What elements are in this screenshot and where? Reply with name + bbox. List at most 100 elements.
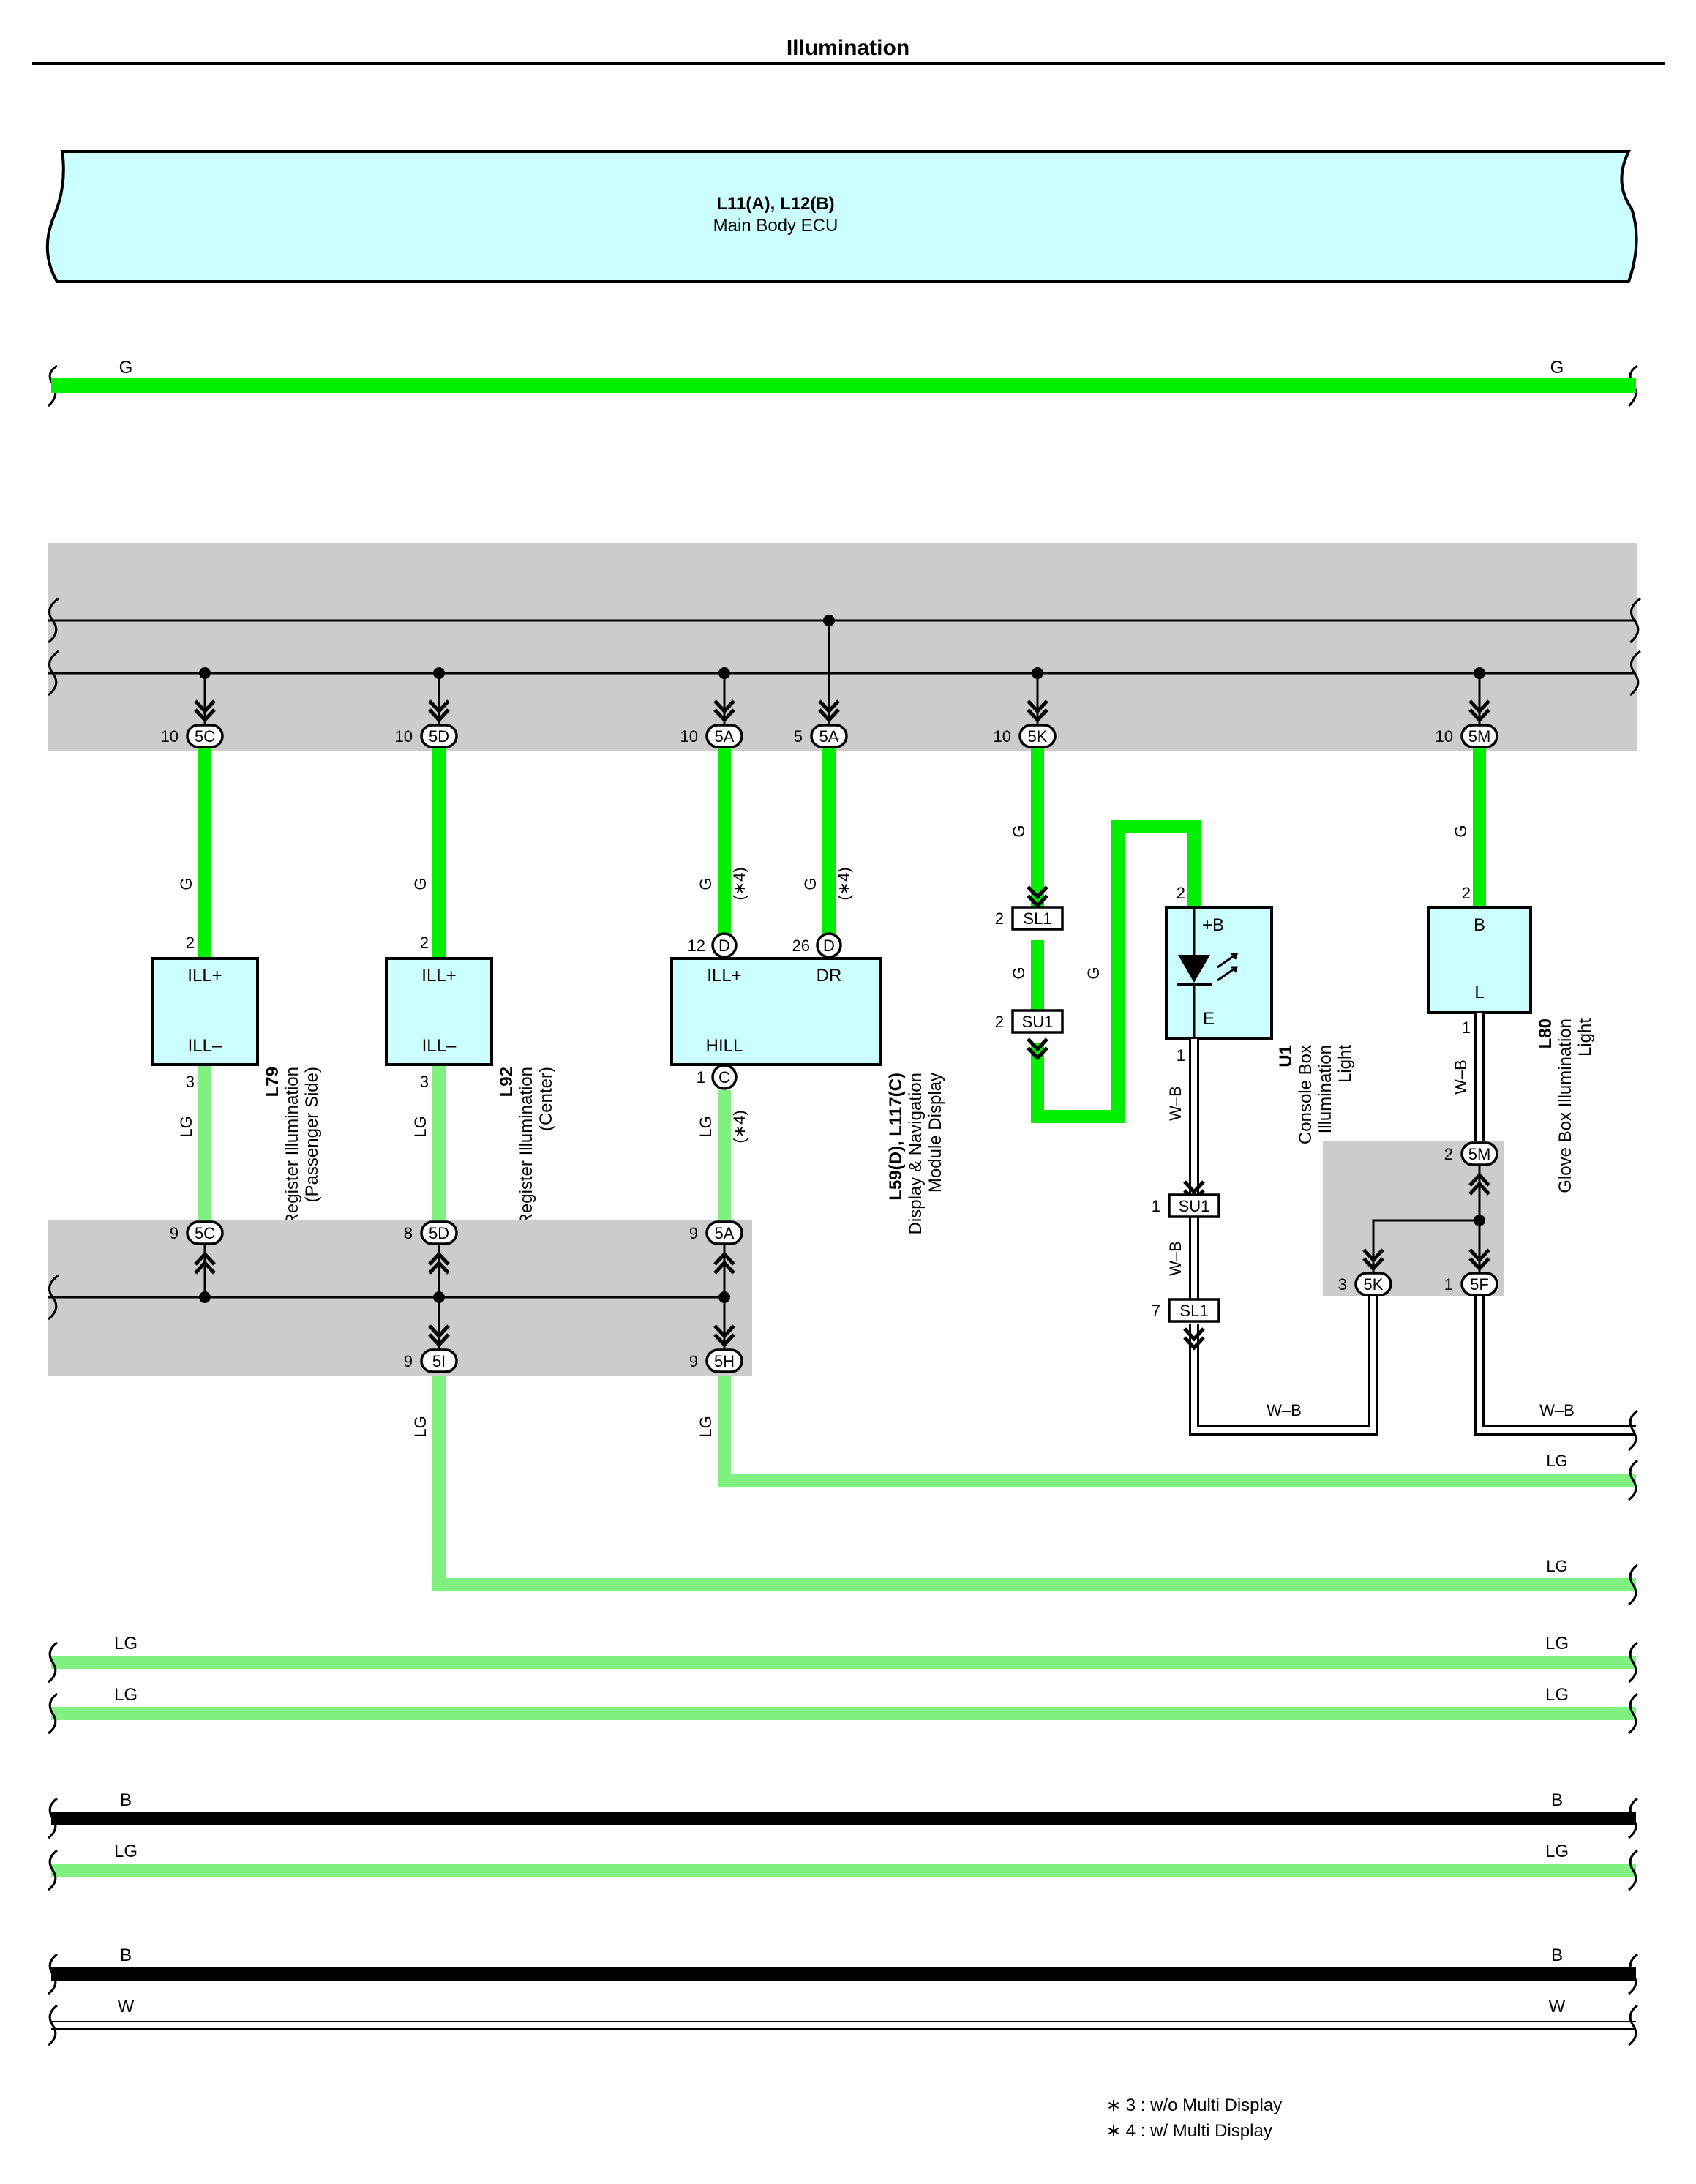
pin-su1-upper: 2	[995, 1013, 1004, 1031]
wire-label-l79-lg: LG	[177, 1116, 195, 1137]
l80-pin-bottom: 1	[1462, 1018, 1471, 1037]
l79-pin-bottom: 3	[186, 1073, 195, 1091]
l79-term-ill-minus: ILL–	[188, 1036, 222, 1056]
conn-5k-right: 5K	[1364, 1275, 1384, 1294]
l59-term-dr: DR	[817, 966, 842, 986]
lower-wire-labels: LG LG W–B W–B LG LG	[411, 1401, 1638, 1606]
bus3-label-right: B	[1551, 1790, 1563, 1810]
l59-name1: Display & Navigation	[906, 1073, 926, 1234]
wire-label-5k-g: G	[1010, 825, 1028, 837]
l79-pin-top: 2	[186, 934, 195, 952]
bottom-bus-lg-1: LG LG	[48, 1634, 1638, 1684]
l59-term-hill: HILL	[706, 1036, 743, 1056]
inline-su1-sl1-lower: SU1 1 SL1 7	[1152, 1182, 1220, 1348]
bus5-label-right: B	[1551, 1945, 1563, 1965]
conn-5a-top-dr: 5A	[819, 727, 839, 746]
page-title: Illumination	[787, 36, 909, 60]
conn-5a-mid: 5A	[715, 1224, 735, 1242]
conn-5m-top: 5M	[1468, 727, 1491, 746]
pin-num-5d-mid: 8	[404, 1224, 413, 1242]
wire-label-5i-lg: LG	[411, 1416, 429, 1437]
footnote-2: ∗ 4 : w/ Multi Display	[1106, 2121, 1272, 2141]
l92-name2: (Center)	[536, 1067, 556, 1131]
conn-5i-mid: 5I	[432, 1352, 446, 1370]
conn-5f-right: 5F	[1470, 1275, 1489, 1294]
pin-num-5h-mid: 9	[689, 1352, 698, 1370]
note-l59-ill: (∗4)	[730, 867, 748, 900]
wire-label-wb-right: W–B	[1539, 1401, 1575, 1419]
bottom-bus-lg-2: LG LG	[48, 1685, 1638, 1735]
l80-pin-top: 2	[1462, 884, 1471, 902]
conn-5d-mid: 5D	[429, 1224, 449, 1242]
u1-name1: Console Box	[1296, 1045, 1316, 1144]
l80-name2: Light	[1575, 1018, 1595, 1057]
wire-label-l80-g: G	[1452, 825, 1470, 837]
u1-name3: Light	[1335, 1045, 1355, 1083]
u1-pin-bottom: 1	[1177, 1046, 1185, 1065]
component-l80: B L 2 1 L80 Glove Box Illumination Light	[1427, 884, 1595, 1193]
bus2-label-right: LG	[1545, 1685, 1569, 1705]
component-l59-l117: D D C 12 26 1 ILL+ DR HILL L59(D), L117(…	[670, 932, 945, 1234]
pin-num-5k-right: 3	[1338, 1275, 1347, 1294]
wire-label-lg-right1: LG	[1546, 1452, 1567, 1470]
pin-num-5i-mid: 9	[404, 1352, 413, 1370]
l92-term-ill-minus: ILL–	[422, 1036, 457, 1056]
bus3-label-left: B	[120, 1790, 132, 1810]
wire-label-l59-lg: LG	[697, 1116, 715, 1137]
l59-name2: Module Display	[926, 1073, 945, 1193]
l79-name1: Register Illumination	[282, 1067, 302, 1226]
main-body-ecu-block	[45, 150, 1638, 283]
junction-block-middle: 5C 9 5D 8 5A 9 5I 9 5H 9	[48, 1220, 752, 1376]
l79-name2: (Passenger Side)	[302, 1067, 322, 1202]
junction-block-right: 5M 2 5K 3 5F 1	[1323, 1141, 1504, 1296]
bottom-bus-w: W W	[48, 1997, 1638, 2046]
wire-label-lg-right2: LG	[1546, 1557, 1567, 1575]
pin-num-5c-mid: 9	[170, 1224, 179, 1242]
led-icon	[1177, 907, 1238, 1039]
l79-code: L79	[263, 1067, 282, 1097]
l59-conn-ill: D	[718, 937, 730, 955]
conn-5k-top: 5K	[1028, 727, 1048, 746]
pin-num-5m-top: 10	[1436, 727, 1453, 746]
l92-pin-bottom: 3	[420, 1073, 429, 1091]
l80-name1: Glove Box Illumination	[1556, 1018, 1575, 1193]
bottom-bus-b-1: B B	[48, 1790, 1638, 1839]
bottom-bus-b-2: B B	[48, 1945, 1638, 1995]
junction-block-top	[48, 543, 1641, 751]
top-bus-label-left: G	[119, 358, 133, 378]
l92-pin-top: 2	[420, 934, 429, 952]
conn-su1-upper: SU1	[1022, 1013, 1054, 1031]
bus6-label-right: W	[1549, 1997, 1566, 2016]
l92-code: L92	[497, 1067, 517, 1097]
u1-term-e: E	[1203, 1009, 1215, 1029]
bottom-bus-lg-3: LG LG	[48, 1842, 1638, 1891]
wire-label-l92-lg: LG	[411, 1116, 429, 1137]
ecu-name: Main Body ECU	[713, 216, 838, 236]
conn-5c-top: 5C	[195, 727, 215, 746]
l92-name1: Register Illumination	[517, 1067, 536, 1226]
wire-label-l92-g: G	[411, 877, 429, 890]
l59-pin-dr: 26	[792, 937, 810, 955]
l59-pin-hill: 1	[697, 1068, 705, 1087]
l80-term-l: L	[1474, 983, 1484, 1002]
conn-5m-right: 5M	[1468, 1145, 1491, 1163]
bus1-label-left: LG	[114, 1634, 138, 1654]
wire-label-wb-left: W–B	[1267, 1401, 1302, 1419]
bus4-label-right: LG	[1545, 1842, 1569, 1861]
l59-conn-hill: C	[718, 1068, 730, 1087]
l59-conn-dr: D	[823, 937, 835, 955]
pin-num-5a-mid: 9	[689, 1224, 698, 1242]
bus2-label-left: LG	[114, 1685, 138, 1705]
top-junction-connectors: 5C 10 5D 10 5A 10 5A 5 5K 10 5M 10	[161, 724, 1498, 748]
conn-sl1-upper: SL1	[1023, 909, 1051, 928]
pin-sl1-upper: 2	[995, 909, 1004, 928]
u1-pin-top: 2	[1177, 884, 1185, 902]
bus6-label-left: W	[118, 1997, 135, 2016]
l59-pin-ill: 12	[688, 937, 705, 955]
wb-wires: W–B W–B W–B	[1166, 1013, 1636, 1436]
lg-wires	[198, 1065, 1636, 1591]
wire-label-cross-g: G	[1084, 967, 1103, 979]
u1-code: U1	[1276, 1045, 1296, 1067]
pin-num-5c-top: 10	[161, 727, 179, 746]
